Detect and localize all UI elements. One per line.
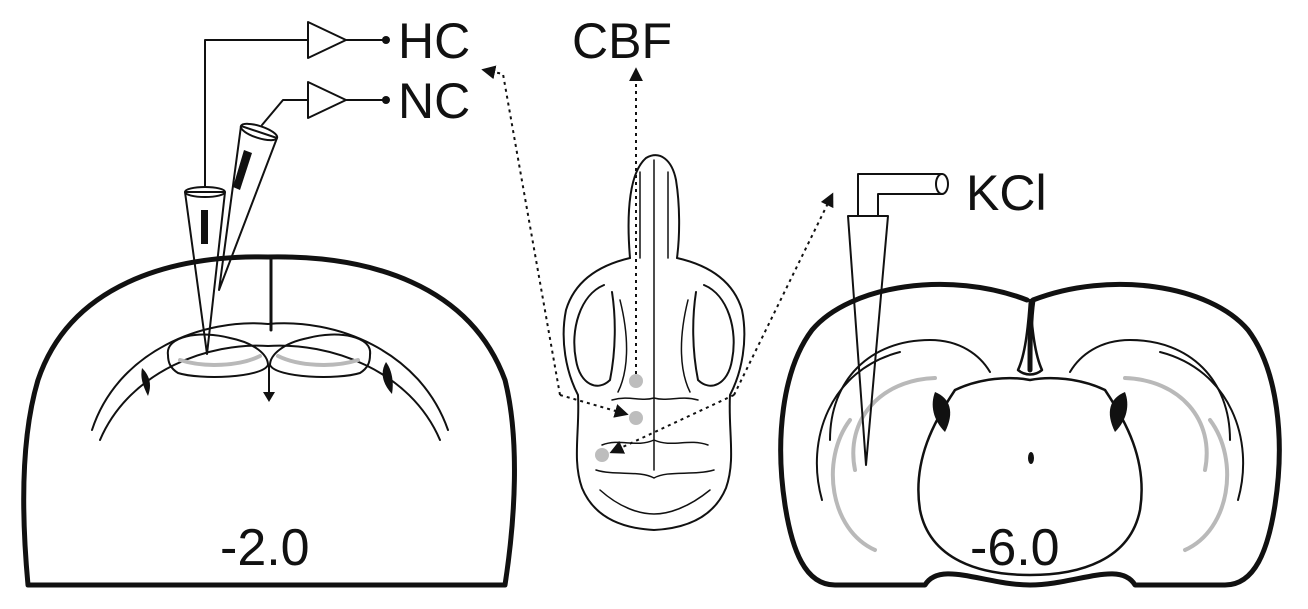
left-ventricle-mark xyxy=(141,368,150,396)
kcl-label: KCl xyxy=(966,165,1047,221)
right-ventricle-mark xyxy=(383,362,393,394)
kcl-pipette xyxy=(848,174,948,465)
right-section-coordinate: -6.0 xyxy=(970,519,1060,577)
skull-dorsal-view xyxy=(564,155,745,530)
recording-electrodes xyxy=(185,22,390,354)
left-hippocampus xyxy=(168,335,268,377)
cbf-label: CBF xyxy=(572,13,672,69)
left-section-coordinate: -2.0 xyxy=(220,519,310,577)
nc-label: NC xyxy=(398,73,470,129)
dotted-connectors xyxy=(484,70,832,452)
right-hippocampus xyxy=(270,335,370,377)
hc-label: HC xyxy=(398,13,470,69)
